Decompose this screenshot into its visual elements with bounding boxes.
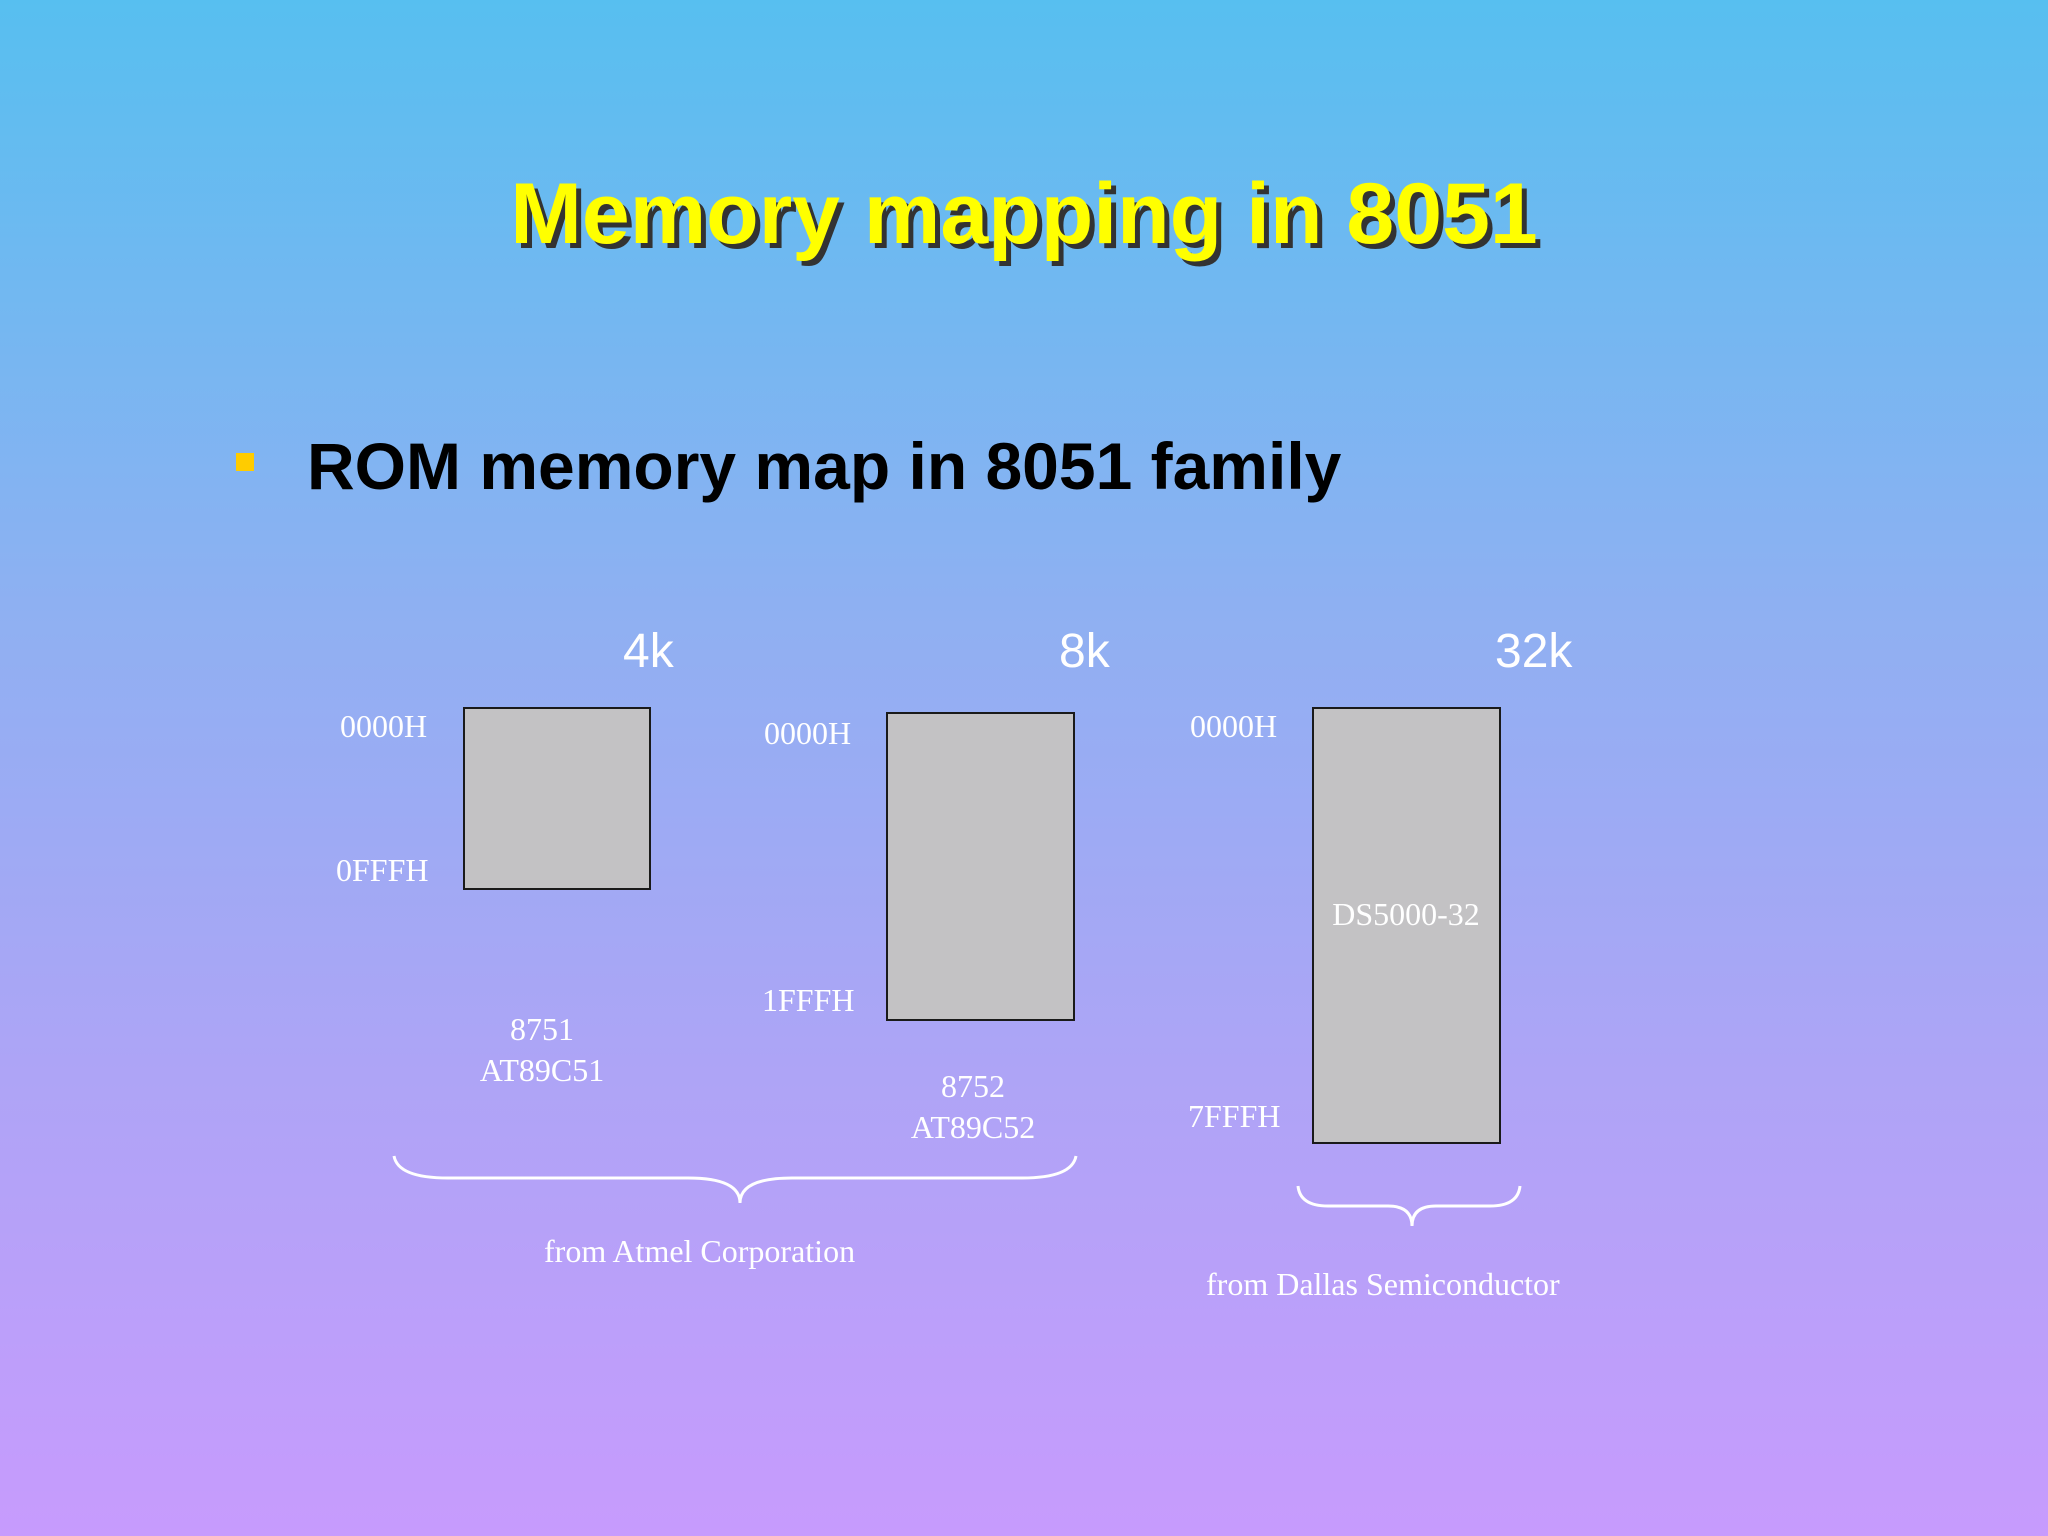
map-4k-start-address: 0000H <box>340 708 428 744</box>
atmel-brace-icon <box>392 1155 1078 1204</box>
dallas-brace-icon <box>1296 1185 1522 1227</box>
bullet-square-icon <box>236 453 254 471</box>
map-8k-rom-block <box>886 712 1075 1021</box>
vendor-atmel-label: from Atmel Corporation <box>544 1233 856 1269</box>
slide-title: Memory mapping in 8051 <box>510 166 1538 262</box>
map-4k-chip-name: 8751 <box>510 1011 574 1047</box>
map-4k-rom-block <box>463 707 651 890</box>
map-4k-size-label: 4k <box>623 625 674 678</box>
map-32k-chip-names: DS5000-32 <box>1306 894 1506 935</box>
map-32k-end-address: 7FFFH <box>1188 1098 1281 1134</box>
map-8k-chip-name: AT89C52 <box>910 1109 1036 1145</box>
vendor-dallas-label: from Dallas Semiconductor <box>1206 1266 1560 1302</box>
map-32k-start-address: 0000H <box>1190 708 1278 744</box>
map-4k-chip-name: AT89C51 <box>479 1052 605 1088</box>
map-8k-start-address: 0000H <box>764 715 852 751</box>
bullet-text: ROM memory map in 8051 family <box>307 429 1342 503</box>
map-8k-end-address: 1FFFH <box>762 982 855 1018</box>
map-8k-size-label: 8k <box>1059 625 1110 678</box>
map-32k-rom-block <box>1312 707 1501 1144</box>
map-4k-chip-names: 8751 AT89C51 <box>442 1009 642 1091</box>
map-32k-chip-name: DS5000-32 <box>1332 896 1480 932</box>
map-8k-chip-names: 8752 AT89C52 <box>873 1066 1073 1148</box>
map-4k-end-address: 0FFFH <box>336 852 429 888</box>
map-8k-chip-name: 8752 <box>941 1068 1005 1104</box>
map-32k-size-label: 32k <box>1495 625 1573 678</box>
